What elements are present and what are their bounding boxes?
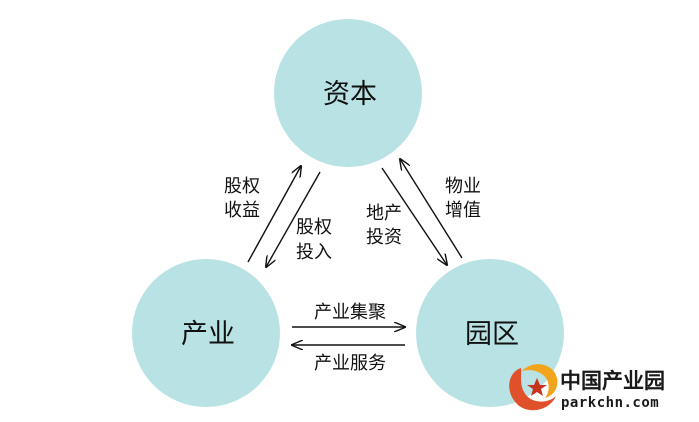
node-capital: 资本 <box>274 19 422 167</box>
label-property-appreciation: 物业 增值 <box>445 176 481 221</box>
node-industry: 产业 <box>132 259 280 407</box>
label-equity-investment: 股权 投入 <box>296 217 332 263</box>
node-park-label: 园区 <box>465 319 519 350</box>
label-equity-return-line1: 股权 <box>224 176 260 197</box>
arrow-park-to-capital <box>400 159 463 259</box>
watermark-url: parkchn.com <box>561 395 659 411</box>
node-capital-circle <box>274 19 422 167</box>
node-park: 园区 <box>416 259 564 407</box>
label-property-appreciation-line1: 物业 <box>445 176 481 197</box>
label-real-estate-investment-line1: 地产 <box>366 203 402 224</box>
node-capital-label: 资本 <box>323 79 377 110</box>
watermark: 中国产业园 parkchn.com <box>509 364 665 411</box>
label-equity-return: 股权 收益 <box>224 176 260 221</box>
node-industry-label: 产业 <box>181 319 235 350</box>
label-equity-investment-line2: 投入 <box>296 242 332 263</box>
label-equity-return-line2: 收益 <box>224 200 260 221</box>
node-industry-circle <box>132 259 280 407</box>
label-real-estate-investment-line2: 投资 <box>366 227 402 248</box>
label-equity-investment-line1: 股权 <box>296 217 332 238</box>
arrow-industry-to-capital <box>247 166 301 263</box>
label-industry-clustering: 产业集聚 <box>314 302 386 323</box>
watermark-name: 中国产业园 <box>560 369 665 393</box>
parkchn-logo-icon <box>509 364 558 411</box>
label-real-estate-investment: 地产 投资 <box>366 203 402 248</box>
label-industry-services: 产业服务 <box>314 353 386 374</box>
arrow-capital-to-industry <box>266 171 321 267</box>
arrow-capital-to-park <box>381 167 447 265</box>
label-property-appreciation-line2: 增值 <box>445 200 481 221</box>
